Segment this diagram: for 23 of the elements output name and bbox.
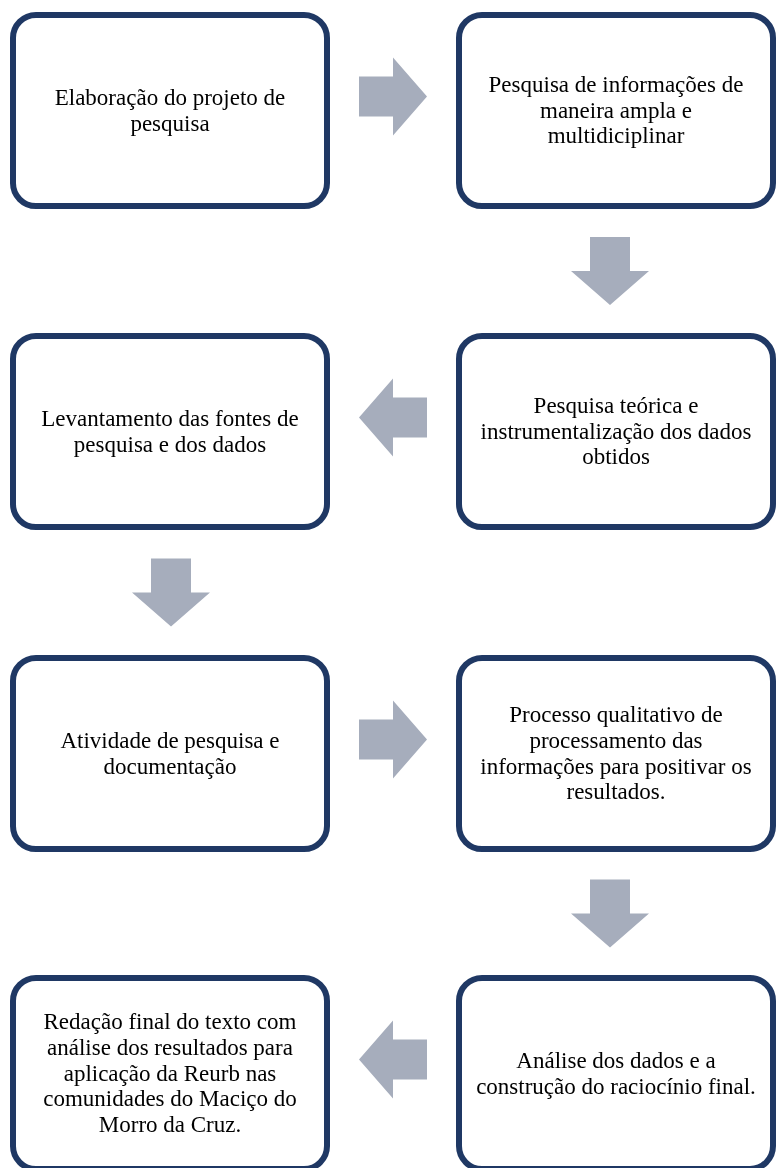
process-box: [456, 655, 776, 852]
block-arrow: [571, 237, 649, 305]
process-box: [456, 12, 776, 209]
process-box: [10, 975, 330, 1168]
box-text: Processo qualitativo de processamento das informações para positivar os resultados.: [479, 701, 753, 806]
box-text: Atividade de pesquisa e documentação: [59, 727, 281, 780]
block-arrow: [571, 879, 649, 948]
process-box: [10, 12, 330, 209]
block-arrow: [132, 558, 210, 627]
process-box: [456, 333, 776, 530]
box-text: Pesquisa de informações de maneira ampla e multidiciplinar: [487, 71, 745, 150]
process-box: [456, 975, 776, 1168]
box-text: Elaboração do projeto de pesquisa: [53, 84, 287, 137]
block-arrow: [359, 57, 427, 136]
process-box: [10, 655, 330, 852]
block-arrow: [359, 1020, 427, 1099]
block-arrow: [359, 378, 427, 457]
box-text: Pesquisa teórica e instrumentalização dos dados obtidos: [479, 392, 753, 471]
box-text: Análise dos dados e a construção do raciocínio final.: [476, 1047, 756, 1100]
process-box: [10, 333, 330, 530]
box-text: Redação final do texto com análise dos resultados para aplicação da Reurb nas comunidades do Maciço do Morro da Cruz.: [42, 1008, 298, 1139]
block-arrow: [359, 700, 427, 779]
box-text: Levantamento das fontes de pesquisa e dos dados: [40, 405, 300, 458]
